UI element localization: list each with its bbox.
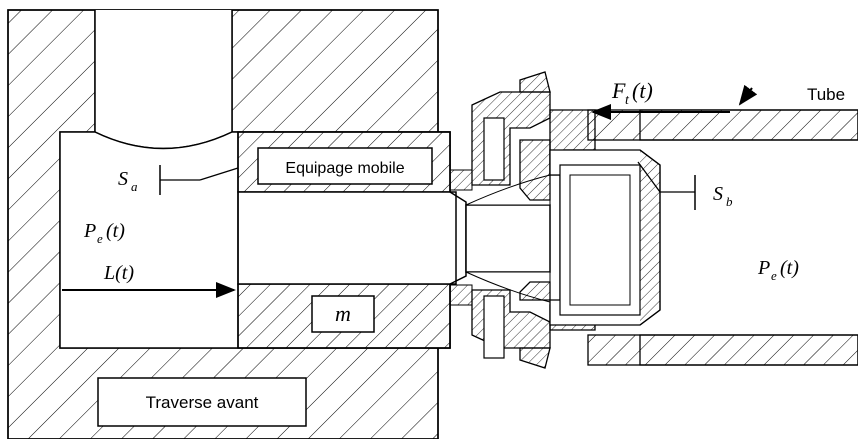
pe-left-symbol: P <box>83 220 96 242</box>
force-symbol: F <box>611 78 626 103</box>
sa-symbol: S <box>118 168 128 190</box>
sa-indicator <box>159 165 239 195</box>
length-label: L(t) <box>103 262 134 284</box>
pe-right-argument: (t) <box>780 257 799 279</box>
mass-label-box <box>311 295 375 333</box>
sa-subscript: a <box>131 179 138 194</box>
sb-label: S b <box>713 183 733 209</box>
tube-pointer-arrow <box>738 84 758 106</box>
force-argument: (t) <box>632 78 653 103</box>
pe-left-argument: (t) <box>106 220 125 242</box>
tube-holder <box>549 149 661 326</box>
sb-subscript: b <box>726 194 733 209</box>
traverse-label: Traverse avant <box>146 393 259 412</box>
sa-label: S a <box>118 168 138 194</box>
mass-label: m <box>335 301 351 326</box>
pe-right-symbol: P <box>757 257 770 279</box>
force-label: F t (t) <box>611 78 653 108</box>
pe-right-subscript: e <box>771 268 777 283</box>
tube-walls <box>587 109 858 366</box>
sb-indicator <box>637 161 696 210</box>
sb-symbol: S <box>713 183 723 205</box>
vertical-bore <box>94 10 233 150</box>
tube-label: Tube <box>807 85 845 104</box>
traverse-label-box <box>97 377 307 427</box>
pe-right-label: P e (t) <box>757 257 799 283</box>
pe-left-label: P e (t) <box>83 220 125 246</box>
equipage-label-box <box>257 147 433 185</box>
equipage-label: Equipage mobile <box>285 160 404 177</box>
pe-left-subscript: e <box>97 231 103 246</box>
force-subscript: t <box>625 93 630 108</box>
